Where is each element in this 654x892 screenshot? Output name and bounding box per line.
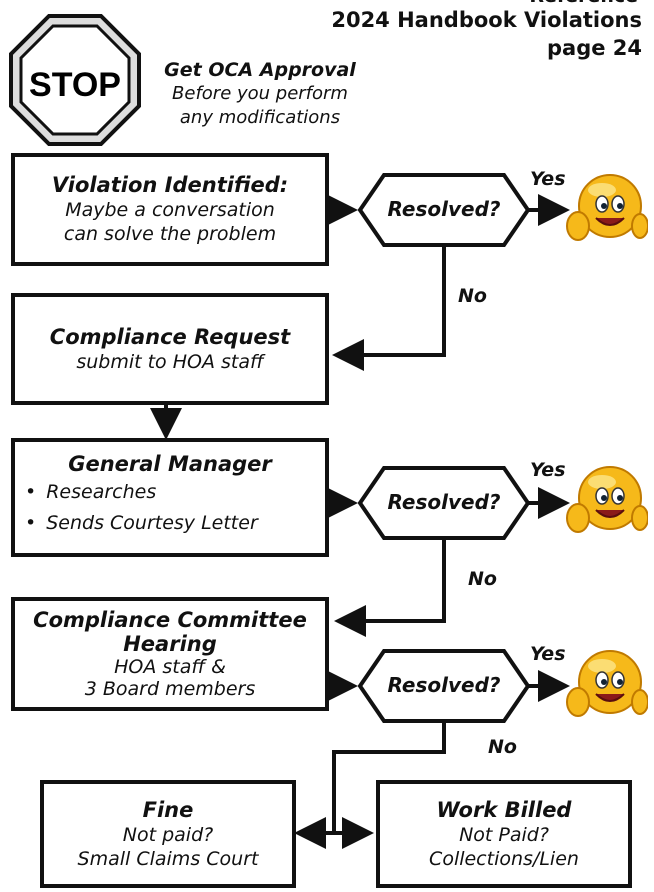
list-item: Sends Courtesy Letter <box>25 508 258 539</box>
no-label-2: No <box>468 568 497 590</box>
work-billed-box: Work Billed Not Paid? Collections/Lien <box>376 780 632 888</box>
fine-line2: Small Claims Court <box>77 847 259 870</box>
fine-line1: Not paid? <box>122 823 214 846</box>
yes-label-3: Yes <box>530 643 566 665</box>
general-manager-box: General Manager Researches Sends Courtes… <box>11 438 329 557</box>
violation-identified-box: Violation Identified: Maybe a conversati… <box>11 153 329 266</box>
committee-hearing-box: Compliance Committee Hearing HOA staff &… <box>11 597 329 711</box>
note-title: Get OCA Approval <box>164 59 356 81</box>
committee-title-line2: Hearing <box>123 632 217 656</box>
stop-sign-icon: STOP <box>9 14 141 146</box>
committee-line2: 3 Board members <box>84 678 256 700</box>
work-billed-line2: Collections/Lien <box>429 847 579 870</box>
thumbs-up-smiley-icon <box>566 174 648 241</box>
work-billed-line1: Not Paid? <box>459 823 549 846</box>
violation-line1: Maybe a conversation <box>65 199 275 221</box>
general-manager-list: Researches Sends Courtesy Letter <box>15 477 258 539</box>
decision-diamond-3 <box>357 649 531 723</box>
violation-line2: can solve the problem <box>63 223 277 245</box>
decision-label-3: Resolved? <box>387 673 501 697</box>
stop-sign-text: STOP <box>29 66 121 104</box>
note-line2: any modifications <box>179 107 341 128</box>
yes-label-2: Yes <box>530 459 566 481</box>
fine-title: Fine <box>142 797 194 822</box>
compliance-request-box: Compliance Request submit to HOA staff <box>11 293 329 405</box>
header-reference: Reference <box>529 0 638 8</box>
yes-label-1: Yes <box>530 168 566 190</box>
compliance-request-title: Compliance Request <box>49 324 291 349</box>
general-manager-title: General Manager <box>68 452 272 476</box>
committee-title-line1: Compliance Committee <box>33 608 307 632</box>
list-item: Researches <box>25 477 258 508</box>
page-title: 2024 Handbook Violations <box>331 8 642 32</box>
decision-label-2: Resolved? <box>387 490 501 514</box>
compliance-request-line1: submit to HOA staff <box>76 350 264 373</box>
approval-note: Get OCA Approval Before you perform any … <box>146 58 374 130</box>
decision-diamond-1 <box>357 173 531 247</box>
decision-diamond-2 <box>357 466 531 540</box>
note-line1: Before you perform <box>172 83 348 104</box>
fine-box: Fine Not paid? Small Claims Court <box>40 780 296 888</box>
no-label-3: No <box>488 736 517 758</box>
work-billed-title: Work Billed <box>436 797 572 822</box>
violation-title: Violation Identified: <box>51 173 289 197</box>
committee-line1: HOA staff & <box>114 656 226 678</box>
thumbs-up-smiley-icon <box>566 466 648 533</box>
thumbs-up-smiley-icon <box>566 650 648 717</box>
page-number: page 24 <box>546 36 642 60</box>
decision-label-1: Resolved? <box>387 197 501 221</box>
no-label-1: No <box>458 285 487 307</box>
